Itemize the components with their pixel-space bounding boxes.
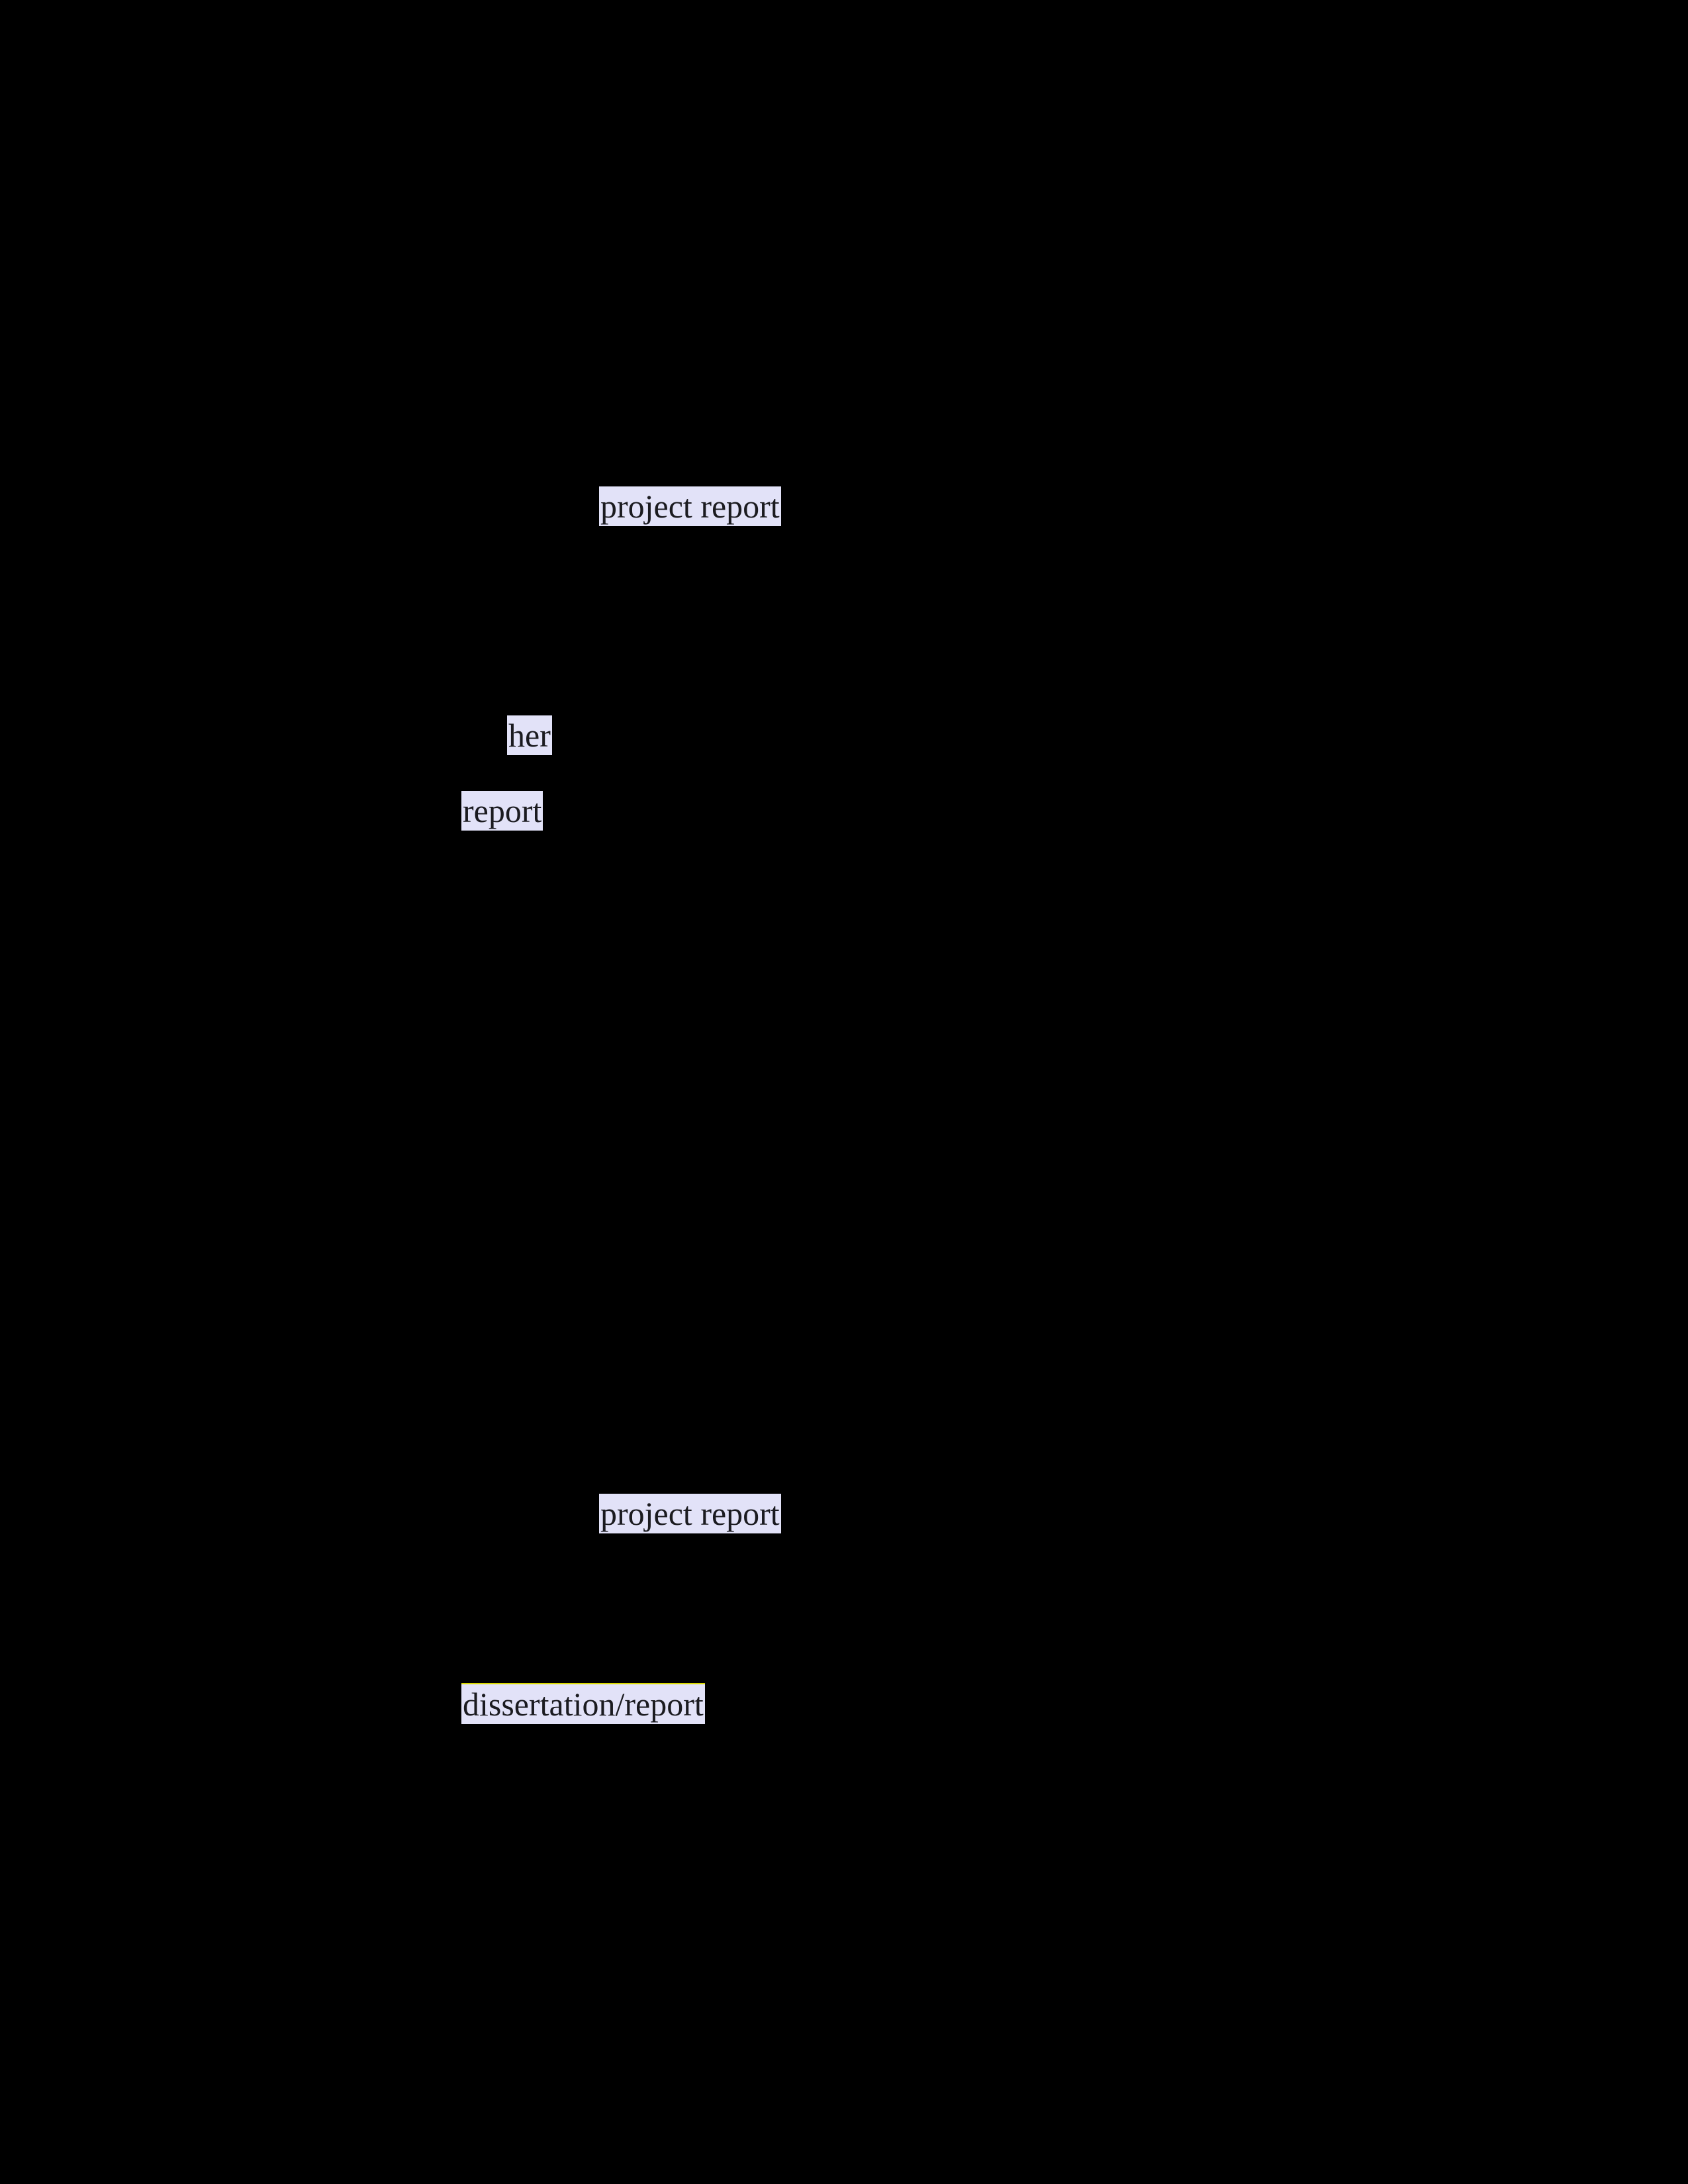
highlighted-text-dissertation-report: dissertation/report — [461, 1683, 705, 1724]
highlighted-text-project-report-2: project report — [599, 1494, 781, 1533]
highlighted-text-her: her — [507, 715, 552, 755]
highlighted-text-report: report — [461, 791, 543, 831]
highlighted-text-project-report-1: project report — [599, 486, 781, 526]
